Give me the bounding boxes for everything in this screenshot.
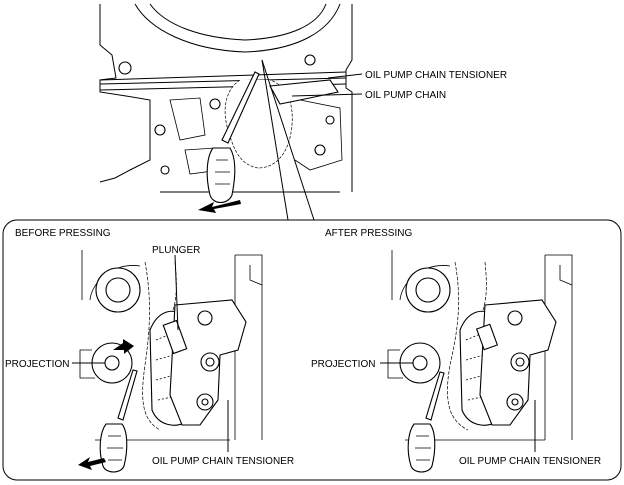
label-top-chain: OIL PUMP CHAIN — [365, 90, 446, 101]
label-projection-before: PROJECTION — [5, 359, 69, 370]
before-pressing-illustration — [78, 250, 263, 473]
before-pressing-title: BEFORE PRESSING — [15, 228, 111, 239]
leader-plunger — [174, 254, 179, 331]
after-pressing-illustration — [387, 250, 573, 473]
label-plunger: PLUNGER — [152, 245, 200, 256]
label-projection-after: PROJECTION — [311, 359, 375, 370]
engine-overview-illustration — [99, 3, 353, 221]
leader-top-tensioner — [327, 73, 363, 79]
label-top-tensioner: OIL PUMP CHAIN TENSIONER — [365, 70, 507, 81]
after-pressing-title: AFTER PRESSING — [325, 228, 412, 239]
detail-frame — [2, 219, 622, 481]
label-tensioner-after: OIL PUMP CHAIN TENSIONER — [459, 456, 601, 467]
label-tensioner-before: OIL PUMP CHAIN TENSIONER — [152, 456, 294, 467]
leader-top-chain — [291, 93, 363, 97]
